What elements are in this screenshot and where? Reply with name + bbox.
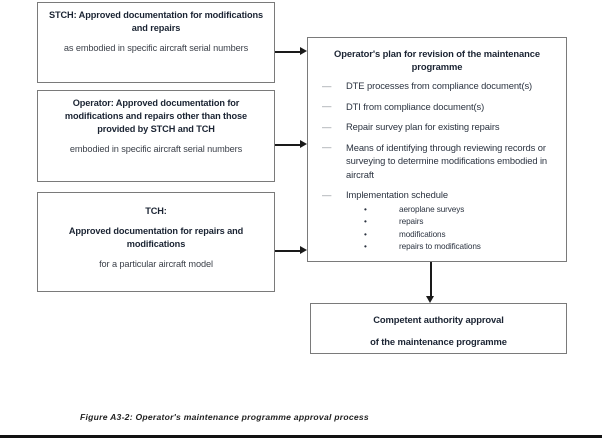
operator-plan-content: Operator's plan for revision of the main… (308, 38, 566, 258)
operator-plan-box: Operator's plan for revision of the main… (307, 37, 567, 262)
round-bullet-icon: • (364, 242, 367, 251)
dash-bullet-icon: — (322, 188, 332, 200)
operator-plan-item-list: — DTE processes from compliance document… (312, 79, 562, 202)
source-box-tch-title-line2: Approved documentation for repairs and m… (68, 226, 244, 249)
source-box-tch-content: TCH: Approved documentation for repairs … (38, 193, 274, 276)
source-box-tch-title-line1: TCH: (145, 206, 167, 216)
plan-item-dti-label: DTI from compliance document(s) (346, 100, 485, 112)
figure-caption: Figure A3-2: Operator's maintenance prog… (80, 412, 369, 422)
plan-item-means-of-identifying-label: Means of identifying through reviewing r… (346, 141, 548, 180)
source-box-stch: STCH: Approved documentation for modific… (37, 2, 275, 83)
schedule-item-repairs-to-modifications-label: repairs to modifications (399, 242, 481, 251)
round-bullet-icon: • (364, 217, 367, 226)
source-box-stch-content: STCH: Approved documentation for modific… (38, 3, 274, 60)
dash-bullet-icon: — (322, 79, 332, 91)
approval-line-1: Competent authority approval (373, 314, 504, 325)
source-box-stch-subtitle: as embodied in specific aircraft serial … (63, 43, 249, 53)
implementation-schedule-sublist: • aeroplane surveys • repairs • modifica… (312, 204, 562, 253)
source-box-tch-subtitle: for a particular aircraft model (99, 259, 213, 269)
schedule-item-repairs-label: repairs (399, 217, 424, 226)
source-box-stch-title: STCH: Approved documentation for modific… (48, 10, 264, 33)
connector-plan-to-approval-arrowhead (426, 296, 435, 303)
schedule-item-aeroplane-surveys-label: aeroplane surveys (399, 204, 465, 214)
schedule-item-repairs: • repairs (364, 216, 562, 227)
dash-bullet-icon: — (322, 100, 332, 111)
plan-item-implementation-schedule-label: Implementation schedule (346, 189, 448, 200)
source-box-tch: TCH: Approved documentation for repairs … (37, 192, 275, 292)
source-box-operator-title: Operator: Approved documentation for mod… (64, 98, 248, 134)
page-bottom-rule (0, 435, 602, 438)
plan-item-dti: — DTI from compliance document(s) (320, 100, 556, 114)
connector-operator-to-plan-arrowhead (300, 140, 307, 149)
source-box-operator-content: Operator: Approved documentation for mod… (38, 91, 274, 161)
dash-bullet-icon: — (322, 141, 332, 152)
plan-item-repair-survey-label: Repair survey plan for existing repairs (346, 121, 500, 132)
schedule-item-modifications: • modifications (364, 229, 562, 240)
operator-plan-title: Operator's plan for revision of the main… (334, 48, 540, 72)
schedule-item-modifications-label: modifications (399, 229, 446, 239)
connector-stch-to-plan-line (275, 51, 301, 53)
schedule-item-repairs-to-modifications: • repairs to modifications (364, 241, 562, 252)
plan-item-means-of-identifying: — Means of identifying through reviewing… (320, 141, 556, 182)
plan-item-dte: — DTE processes from compliance document… (320, 79, 556, 93)
plan-item-dte-label: DTE processes from compliance document(s… (346, 80, 533, 91)
connector-tch-to-plan-line (275, 250, 301, 252)
approval-box-content: Competent authority approval of the main… (311, 304, 566, 352)
connector-plan-to-approval-line (430, 262, 432, 298)
source-box-operator: Operator: Approved documentation for mod… (37, 90, 275, 182)
plan-item-implementation-schedule: — Implementation schedule (320, 188, 556, 202)
round-bullet-icon: • (364, 229, 367, 239)
connector-stch-to-plan-arrowhead (300, 47, 307, 56)
approval-line-2: of the maintenance programme (370, 336, 507, 347)
round-bullet-icon: • (364, 204, 367, 214)
source-box-operator-subtitle: embodied in specific aircraft serial num… (69, 144, 243, 154)
dash-bullet-icon: — (322, 120, 332, 132)
connector-operator-to-plan-line (275, 144, 301, 146)
plan-item-repair-survey: — Repair survey plan for existing repair… (320, 120, 556, 134)
competent-authority-approval-box: Competent authority approval of the main… (310, 303, 567, 354)
schedule-item-aeroplane-surveys: • aeroplane surveys (364, 204, 562, 215)
connector-tch-to-plan-arrowhead (300, 246, 307, 255)
